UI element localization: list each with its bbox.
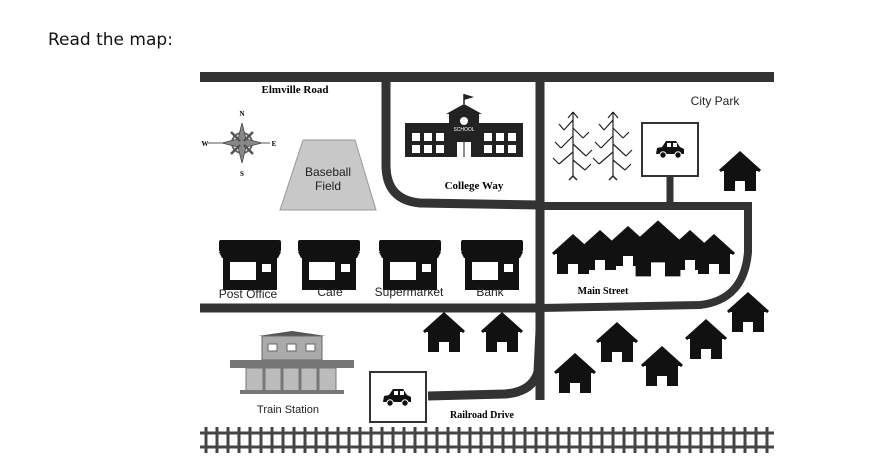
compass-n: N: [239, 110, 244, 118]
house-icon: [422, 312, 466, 354]
parking-lot-park: [641, 122, 699, 177]
train-station-label: Train Station: [257, 404, 319, 416]
post-office-label: Post Office: [219, 287, 278, 301]
tree-icon: [552, 111, 593, 181]
bank-label: Bank: [476, 285, 504, 299]
main-street-road: [539, 202, 752, 312]
store-icon: [219, 240, 281, 290]
school-icon: SCHOOL: [405, 94, 523, 157]
roads: [200, 72, 774, 401]
tree-icon: [592, 111, 633, 181]
house-icon: [640, 346, 684, 388]
house-icon: [718, 151, 762, 193]
store-icon: [461, 240, 523, 290]
house-icon: [684, 319, 728, 361]
house-icon: [553, 353, 597, 395]
compass-e: E: [272, 140, 277, 148]
elmville-road-label: Elmville Road: [262, 84, 329, 96]
railroad-track: [200, 427, 774, 453]
college-way-road: [381, 77, 541, 210]
railroad-drive-road: [427, 329, 545, 401]
city-park-label: City Park: [691, 94, 741, 108]
house-icon: [726, 292, 770, 334]
store-icon: [379, 240, 441, 290]
house-icon: [595, 322, 639, 364]
store-icon: [298, 240, 360, 290]
train-station-icon: [230, 331, 354, 394]
baseball-label-1: Baseball: [305, 165, 351, 179]
prompt-text: Read the map:: [48, 30, 173, 50]
baseball-label-2: Field: [315, 179, 341, 193]
cafe-label: Cafe: [317, 285, 343, 299]
parking-lot-station: [369, 371, 427, 423]
compass-icon: N S E W: [202, 110, 277, 178]
school-sign: SCHOOL: [453, 127, 474, 133]
supermarket-label: Supermarket: [375, 285, 444, 299]
baseball-field: Baseball Field: [279, 139, 377, 211]
main-street-houses: [551, 223, 736, 276]
compass-s: S: [240, 170, 244, 178]
college-way-label: College Way: [445, 180, 504, 192]
compass-w: W: [202, 140, 209, 148]
main-street-label: Main Street: [578, 286, 629, 297]
house-icon: [480, 312, 524, 354]
railroad-drive-label: Railroad Drive: [450, 410, 515, 421]
